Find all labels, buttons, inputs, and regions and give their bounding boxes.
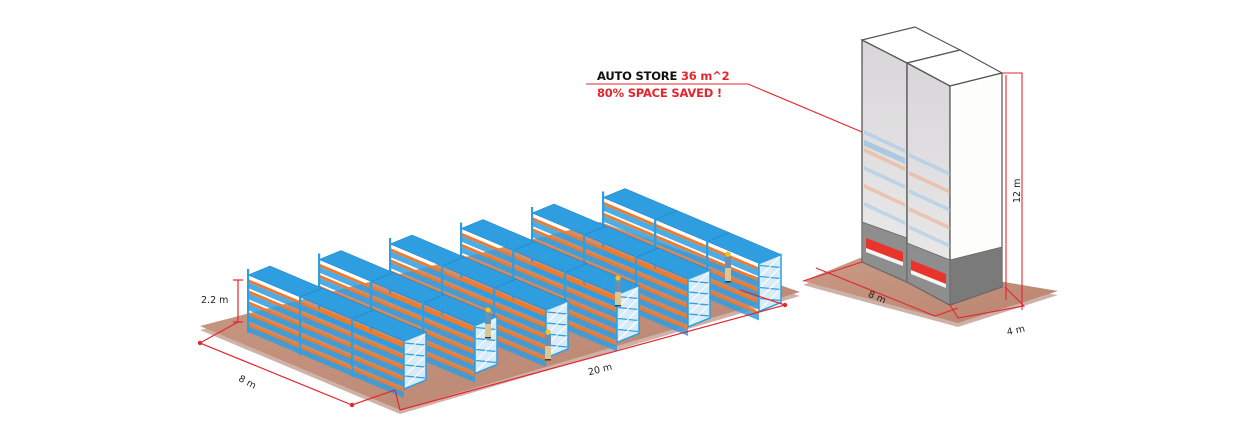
autostore-dimension-lines	[802, 72, 1026, 319]
rack-bay	[635, 247, 711, 336]
conventional-rack-rows	[247, 188, 782, 398]
cabinet-internal-shelf	[909, 225, 950, 248]
cabinet-internal-shelf	[864, 148, 905, 171]
worker-figure	[615, 275, 621, 307]
floor-length-label: 20 m	[587, 362, 613, 379]
rack-bay	[706, 232, 782, 321]
cabinet-internal-shelf	[864, 130, 905, 153]
rack-bay	[493, 278, 569, 367]
autostore-callout: AUTO STORE 36 m^2 80% SPACE SAVED !	[597, 68, 730, 102]
callout-area: 36 m^2	[680, 69, 730, 83]
floor-width-label: 8 m	[236, 373, 257, 391]
worker-figure	[485, 307, 491, 339]
rack-row	[247, 265, 427, 398]
autostore-width-label: 4 m	[1006, 324, 1026, 339]
worker-figure	[545, 329, 551, 361]
autostore-cabinets	[860, 26, 1004, 307]
cabinet-internal-shelf	[864, 184, 905, 207]
rack-bay	[247, 265, 323, 354]
cabinet-internal-shelf	[909, 153, 950, 176]
warehouse-workers	[485, 251, 731, 361]
callout-title: AUTO STORE	[597, 69, 678, 83]
worker-figure	[725, 251, 731, 283]
rack-bay	[351, 309, 427, 398]
callout-saving: 80% SPACE SAVED !	[597, 86, 722, 100]
autostore-module-2	[905, 49, 1004, 307]
cabinet-internal-shelf	[864, 202, 905, 225]
rack-bay	[564, 263, 640, 352]
rack-bay	[422, 294, 498, 383]
cabinet-internal-shelf	[909, 207, 950, 230]
rack-height-label: 2.2 m	[201, 295, 228, 306]
cabinet-internal-shelf	[909, 189, 950, 212]
autostore-height-label: 12 m	[1012, 179, 1023, 203]
cabinet-internal-shelf	[909, 171, 950, 194]
conventional-dimension-lines	[197, 279, 788, 411]
callout-leader-line	[586, 83, 863, 133]
cabinet-internal-shelf	[864, 166, 905, 189]
